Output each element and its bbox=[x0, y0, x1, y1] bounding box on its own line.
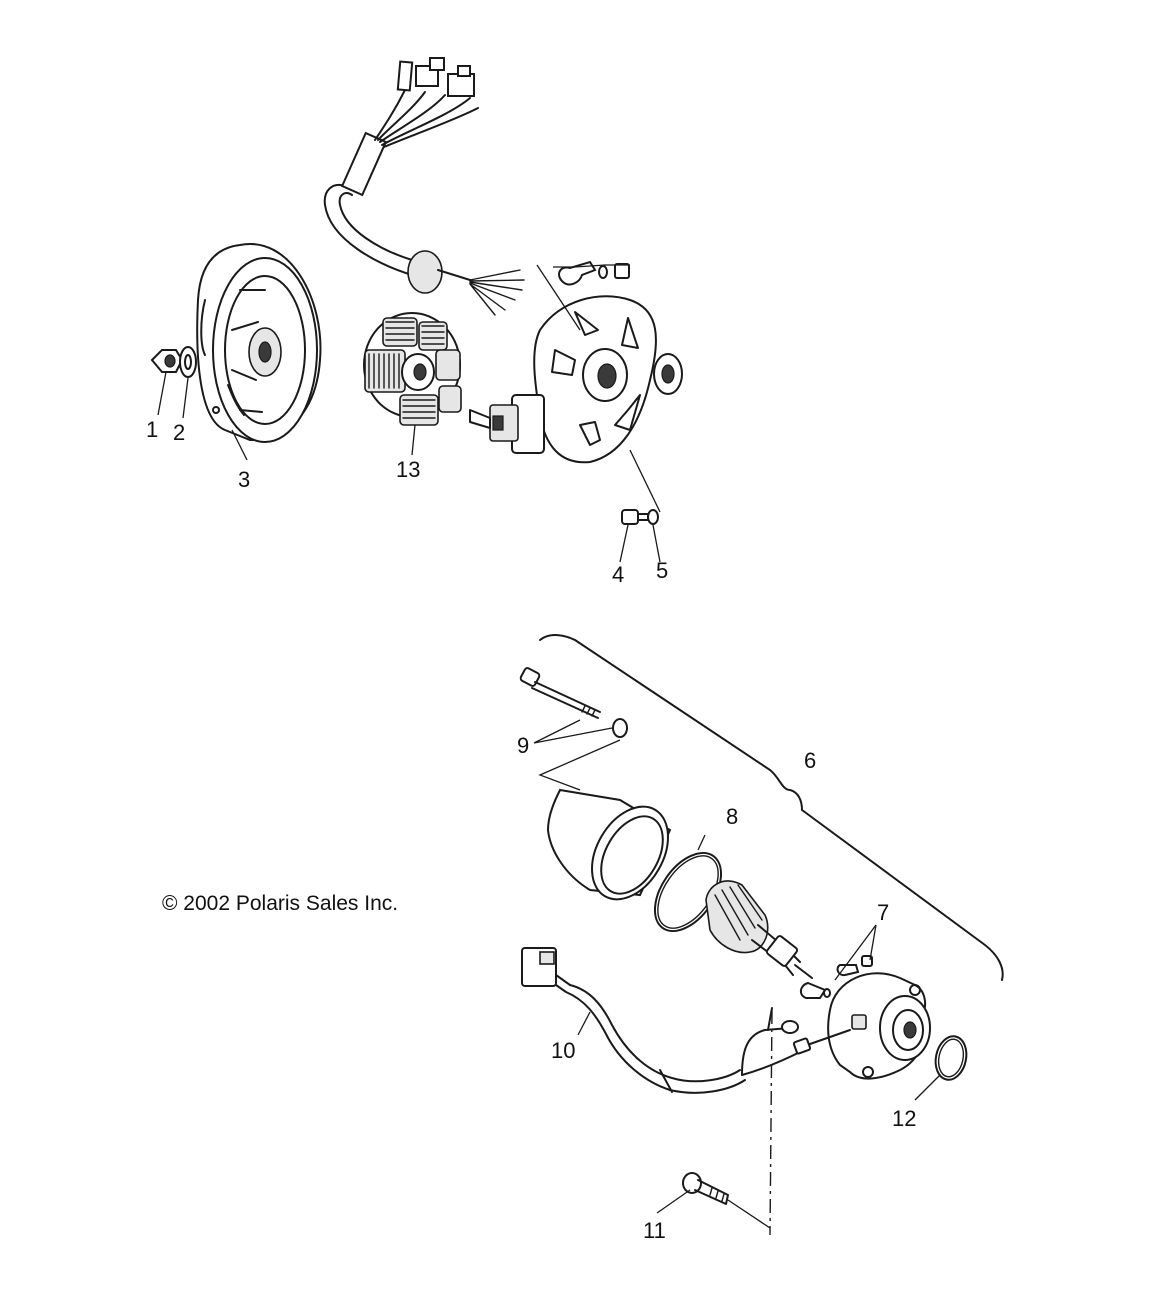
bolt-centerline bbox=[769, 1009, 773, 1236]
starter-housing bbox=[546, 788, 672, 901]
callout-3: 3 bbox=[238, 467, 250, 492]
part-10-cable bbox=[521, 947, 851, 1094]
part-9-washer bbox=[612, 718, 628, 738]
callout-13: 13 bbox=[396, 457, 420, 482]
armature bbox=[705, 880, 813, 979]
callout-6: 6 bbox=[804, 748, 816, 773]
part-12-o-ring bbox=[934, 1035, 968, 1081]
bearing-seal bbox=[653, 353, 683, 395]
part-11-bolt bbox=[682, 1172, 771, 1229]
callout-9: 9 bbox=[517, 733, 529, 758]
callout-10: 10 bbox=[551, 1038, 575, 1063]
copyright-notice: © 2002 Polaris Sales Inc. bbox=[162, 892, 398, 915]
callout-11: 11 bbox=[643, 1218, 666, 1243]
callout-7: 7 bbox=[877, 900, 889, 925]
front-cover bbox=[827, 972, 931, 1080]
callout-8: 8 bbox=[726, 804, 738, 829]
clip-leader bbox=[536, 264, 581, 331]
part-7-clip-a bbox=[800, 981, 831, 999]
callout-1: 1 bbox=[146, 417, 158, 442]
part-13-stator bbox=[363, 312, 462, 426]
part-4-screw bbox=[621, 509, 649, 525]
part-2-washer bbox=[179, 346, 197, 378]
part-7-clip-b bbox=[836, 955, 873, 977]
callout-12: 12 bbox=[892, 1106, 916, 1131]
stator-plate bbox=[469, 295, 657, 464]
bolt-dashed-leader bbox=[538, 739, 621, 791]
part-9-bolt bbox=[519, 667, 601, 719]
part-5-washer bbox=[647, 509, 659, 525]
callout-4: 4 bbox=[612, 562, 624, 587]
clip-and-screw bbox=[553, 260, 630, 286]
wire-harness bbox=[323, 57, 525, 316]
callout-5: 5 bbox=[656, 558, 668, 583]
plate-leader bbox=[629, 449, 661, 513]
callout-2: 2 bbox=[173, 420, 185, 445]
part-1-nut bbox=[150, 349, 184, 373]
leader-lines bbox=[157, 371, 941, 1214]
assembly-bracket bbox=[539, 634, 1004, 981]
part-3-flywheel bbox=[196, 242, 322, 443]
